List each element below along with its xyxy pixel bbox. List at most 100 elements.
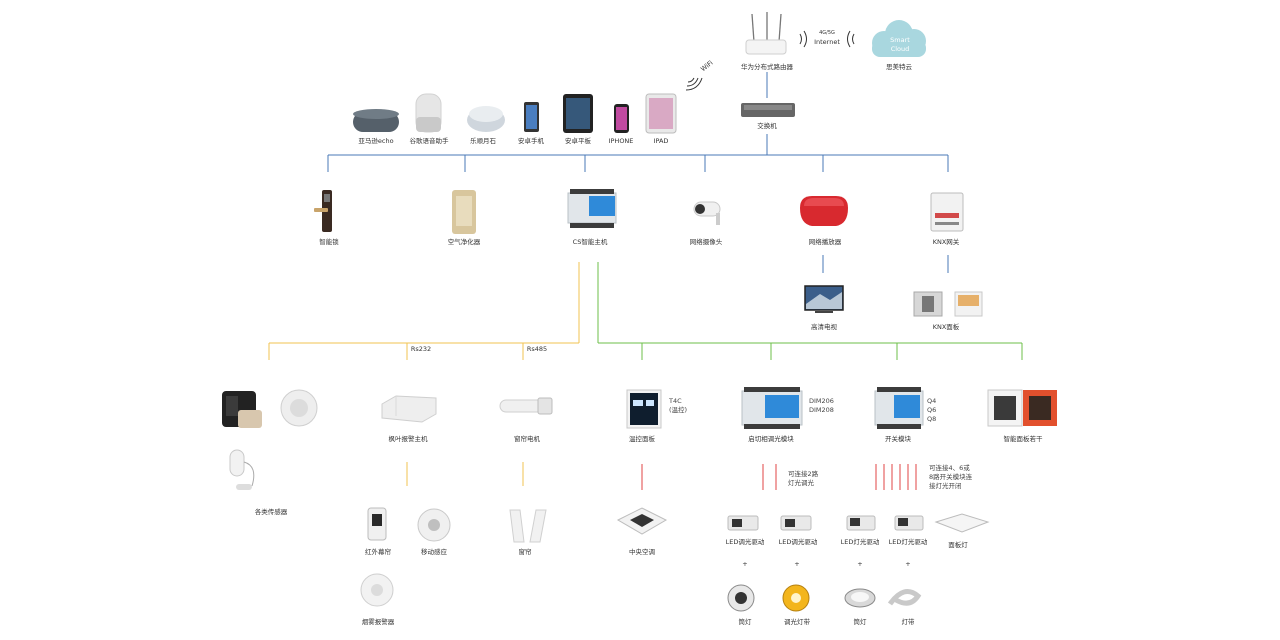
- phone-label-iphone: IPHONE: [608, 137, 634, 145]
- led-driver-4-label: LED灯光驱动: [888, 538, 928, 546]
- dimmer-module-icon: [741, 387, 803, 429]
- phone-label-android-phone: 安卓手机: [518, 137, 544, 145]
- water-sensor-icon: [229, 449, 255, 490]
- led-driver-2-icon: [780, 515, 812, 531]
- cloud-icon: [872, 20, 926, 57]
- downlight-1-icon: [727, 584, 755, 612]
- tier2-label-player: 网络播放器: [808, 238, 842, 246]
- light-label-dimming-strip: 调光灯带: [784, 618, 810, 626]
- internet-wave-icon: [799, 30, 855, 48]
- iphone-icon: [614, 104, 629, 133]
- tv-label: 高清电视: [811, 323, 837, 331]
- led-driver-1-icon: [727, 515, 759, 531]
- panel-light-label: 面板灯: [948, 541, 968, 549]
- switch-icon: [741, 103, 795, 117]
- blue-bus: [327, 134, 949, 273]
- cs-host-icon: [567, 189, 617, 228]
- ir-curtain-icon: [367, 507, 387, 541]
- rs485-label: Rs485: [526, 345, 548, 353]
- yellow-bus: [268, 262, 580, 486]
- ac-label: 中央空调: [629, 548, 655, 556]
- dimmer-note-1: DIM206: [809, 397, 834, 405]
- light-label-strip: 灯带: [901, 618, 915, 626]
- light-label-downlight-2: 筒灯: [853, 618, 867, 626]
- switch-model-note: Q4 Q6 Q8: [927, 397, 936, 424]
- plus-4: +: [905, 560, 911, 568]
- phone-label-echo: 亚马逊echo: [358, 137, 394, 145]
- phone-label-android-tablet: 安卓平板: [565, 137, 591, 145]
- tier2-label-knx-gateway: KNX网关: [932, 238, 960, 246]
- echo-icon: [353, 109, 399, 132]
- smart-panel-label: 智能面板若干: [1003, 435, 1043, 443]
- switch-wire-note: 可连接4、6或 8路开关模块连 接灯光开闭: [929, 464, 972, 491]
- switch-wire-note-2: 8路开关模块连: [929, 473, 973, 481]
- alarm-host-icon: [381, 395, 437, 423]
- thermostat-panel-icon: [626, 389, 662, 429]
- android-tablet-icon: [563, 94, 593, 133]
- switch-wire-note-3: 接灯光开闭: [929, 482, 962, 490]
- thermo-panel-label: 温控面板: [629, 435, 655, 443]
- dimmer-wire-note-1: 可连接2路: [788, 470, 819, 478]
- internet-sub-label: 4G/5G: [819, 30, 835, 36]
- tier2-label-purifier: 空气净化器: [447, 238, 481, 246]
- moonstone-icon: [467, 106, 505, 132]
- plus-1: +: [742, 560, 748, 568]
- dimmer-wire-note-2: 灯光调光: [788, 479, 814, 487]
- green-bus: [597, 262, 1023, 360]
- wifi-wave-icon: [685, 77, 703, 91]
- motion-label: 移动感应: [421, 548, 447, 556]
- router-label: 华为分布式路由器: [741, 63, 793, 71]
- smart-lock-icon: [314, 190, 332, 232]
- light-label-downlight-1: 筒灯: [738, 618, 752, 626]
- red-wires: [641, 464, 917, 490]
- network-player-icon: [800, 196, 848, 226]
- thermo-note-1: T4C: [669, 397, 682, 405]
- ipad-icon: [645, 93, 677, 134]
- cloud-name-label: 思美特云: [886, 63, 912, 71]
- switch-wire-note-1: 可连接4、6或: [929, 464, 970, 472]
- cloud-line-2: Cloud: [890, 45, 910, 53]
- cloud-line-1: Smart: [890, 36, 910, 44]
- cloud-inner-label: Smart Cloud: [880, 36, 920, 54]
- sensors-label: 各类传感器: [254, 508, 288, 516]
- ir-curtain-label: 红外幕帘: [365, 548, 391, 556]
- thermo-note-2: (温控): [669, 406, 688, 414]
- sensor-screen-icon: [222, 391, 262, 428]
- switch-note-1: Q4: [927, 397, 937, 405]
- curtain-icon: [509, 509, 547, 543]
- camera-icon: [693, 201, 721, 225]
- phone-label-google: 谷歌语音助手: [409, 137, 449, 145]
- dimmer-model-note: DIM206 DIM208: [809, 397, 834, 415]
- led-driver-4-icon: [894, 515, 924, 531]
- light-strip-icon: [887, 589, 922, 606]
- google-home-icon: [415, 93, 442, 133]
- switch-label: 交换机: [757, 122, 777, 130]
- phone-label-moonstone: 乐顺月石: [470, 137, 496, 145]
- android-phone-icon: [524, 102, 539, 132]
- curtain-motor-icon: [499, 397, 553, 415]
- smoke-label: 烟雾报警器: [361, 618, 395, 626]
- smoke-alarm-icon: [360, 573, 394, 607]
- led-driver-3-icon: [846, 515, 876, 531]
- smart-panel-icon: [987, 389, 1057, 427]
- switch-module-label: 开关模块: [885, 435, 911, 443]
- thermo-note: T4C (温控): [669, 397, 687, 415]
- air-purifier-icon: [452, 190, 476, 234]
- tv-icon: [804, 285, 844, 313]
- led-driver-2-label: LED调光驱动: [778, 538, 818, 546]
- tier2-label-lock: 智能锁: [319, 238, 339, 246]
- knx-panel-icon: [913, 291, 983, 317]
- knx-gateway-icon: [930, 192, 964, 232]
- phone-label-ipad: IPAD: [653, 137, 669, 145]
- panel-light-icon: [934, 513, 990, 533]
- led-driver-1-label: LED调光驱动: [725, 538, 765, 546]
- motion-sensor-icon: [417, 508, 451, 542]
- central-ac-icon: [616, 507, 668, 535]
- curtain-motor-label: 窗帘电机: [514, 435, 540, 443]
- dimmer-wire-note: 可连接2路 灯光调光: [788, 470, 818, 488]
- alarm-host-label: 枫叶报警主机: [388, 435, 428, 443]
- tier2-label-cs-host: CS智能主机: [572, 238, 608, 246]
- dimmer-note-2: DIM208: [809, 406, 834, 414]
- router-icon: [745, 12, 787, 55]
